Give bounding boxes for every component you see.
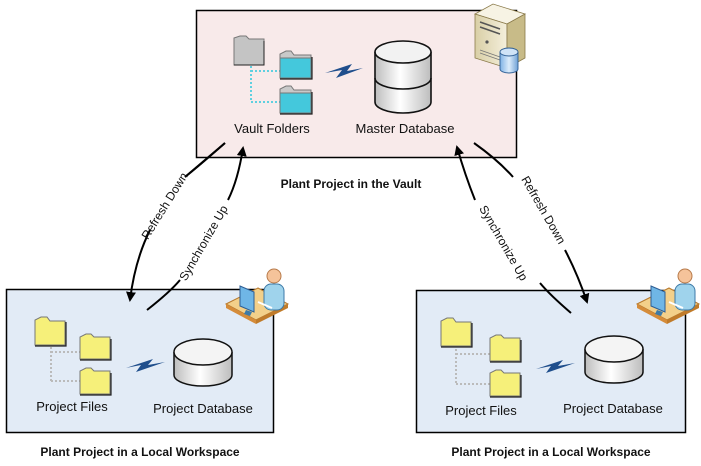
refresh-down-label-left: Refresh Down [139, 170, 191, 242]
master-database-icon [374, 40, 432, 114]
connection-link-icon [325, 64, 363, 78]
user-at-computer-icon [635, 268, 701, 324]
synchronize-up-arrow-left-base [146, 279, 181, 311]
refresh-down-arrow-right-base [473, 142, 514, 178]
workspace-caption-left: Plant Project in a Local Workspace [40, 445, 240, 459]
vault-box [195, 9, 518, 159]
user-at-computer-icon [224, 268, 290, 324]
workspace-panel-left: Project Files Project Database [5, 268, 290, 434]
synchronize-up-arrow-left [227, 146, 247, 201]
refresh-down-arrow-right [564, 249, 590, 304]
project-database-label: Project Database [153, 401, 253, 416]
project-database-icon [173, 338, 233, 387]
synchronize-up-arrow-right-base [539, 282, 572, 314]
project-database-label: Project Database [563, 401, 663, 416]
project-files-label: Project Files [36, 399, 108, 414]
synchronize-up-label-right: Synchronize Up [476, 203, 531, 284]
workspace-panel-right: Project Files Project Database [415, 268, 701, 434]
connection-link-icon [126, 359, 165, 372]
connection-link-icon [536, 360, 575, 373]
workspace-caption-right: Plant Project in a Local Workspace [451, 445, 651, 459]
synchronize-up-arrow-right [454, 145, 476, 201]
project-files-label: Project Files [445, 403, 517, 418]
project-database-icon [584, 335, 644, 384]
vault-folders-icon [233, 35, 313, 115]
synchronize-up-label-left: Synchronize Up [176, 203, 231, 284]
master-database-label: Master Database [356, 121, 455, 136]
server-icon [473, 3, 527, 74]
vault-caption: Plant Project in the Vault [281, 177, 422, 191]
vault-panel: Vault Folders Master Database [195, 3, 527, 159]
vault-folders-label: Vault Folders [234, 121, 310, 136]
project-files-icon [440, 317, 522, 398]
refresh-down-label-right: Refresh Down [518, 174, 568, 247]
project-files-icon [34, 316, 112, 396]
